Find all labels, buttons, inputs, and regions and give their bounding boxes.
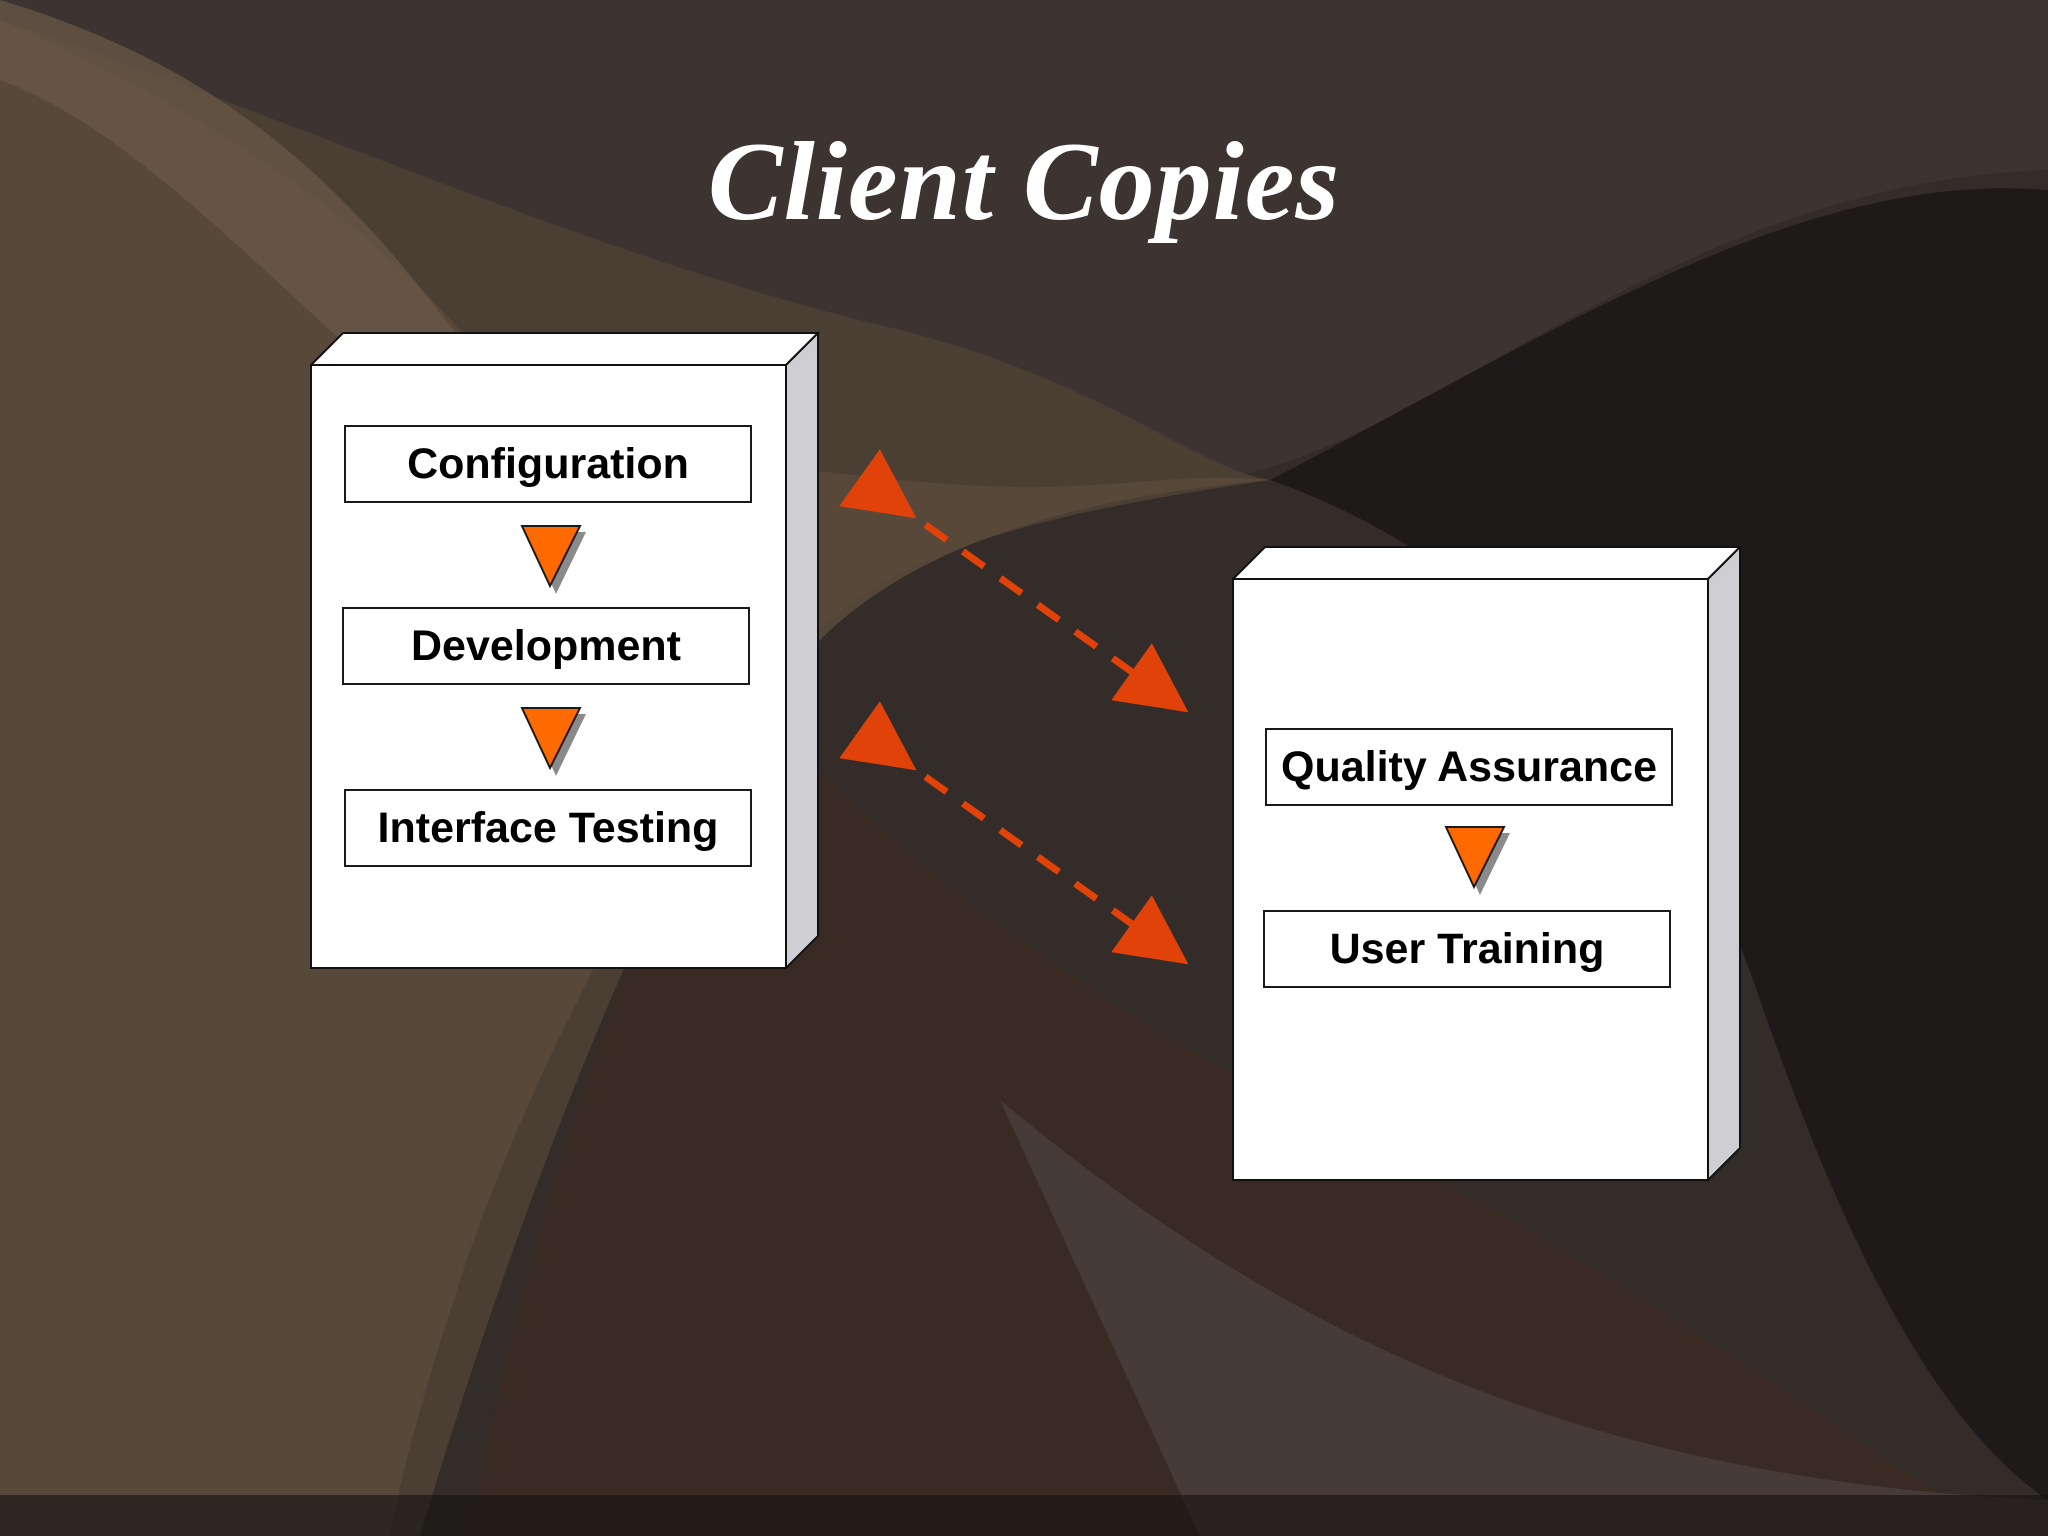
left-node: Configuration Development Interface Test…	[310, 332, 820, 970]
right-node-box-icon	[1232, 546, 1742, 1182]
step-configuration: Configuration	[344, 425, 752, 503]
down-arrow-icon	[520, 525, 586, 594]
down-arrow-icon	[520, 707, 586, 776]
down-arrow-icon	[1444, 826, 1510, 895]
step-development: Development	[342, 607, 750, 685]
step-quality-assurance: Quality Assurance	[1265, 728, 1673, 806]
slide-title: Client Copies	[707, 120, 1341, 244]
step-user-training: User Training	[1263, 910, 1671, 988]
right-node: Quality Assurance User Training	[1232, 546, 1742, 1182]
step-interface-testing: Interface Testing	[344, 789, 752, 867]
